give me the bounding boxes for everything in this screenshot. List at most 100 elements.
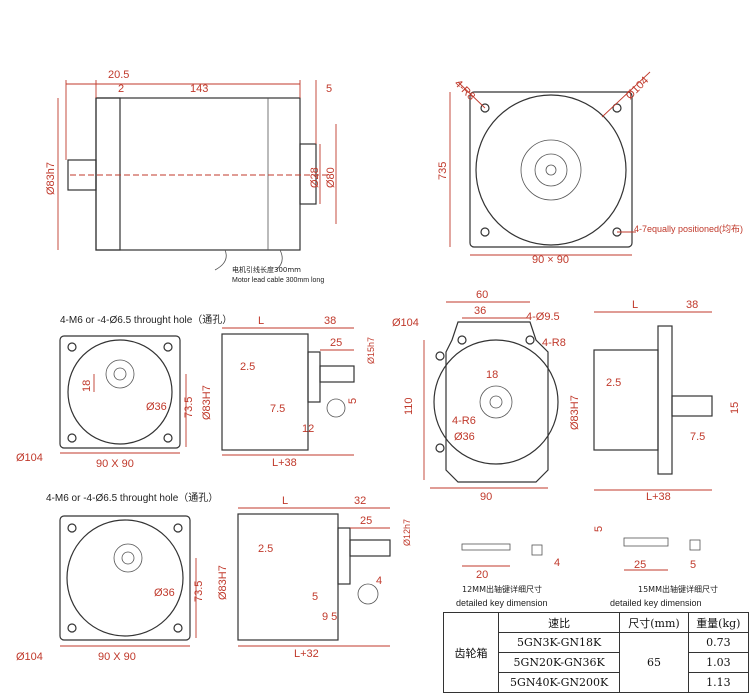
table-cell-ratio: 5GN20K-GN36K: [497, 652, 621, 673]
leader-line: [457, 81, 486, 109]
dim-label: 25: [360, 515, 372, 527]
dim-label: Ø83H7: [201, 385, 213, 420]
flange-plate: [445, 321, 549, 483]
gear-neck: [307, 351, 321, 403]
dim-label: Ø12h7: [402, 519, 412, 546]
table-cell-size: 65: [619, 632, 689, 693]
hole-note: 4-M6 or -4-Ø6.5 throught hole（通孔）: [60, 314, 232, 326]
dim-label: Ø104: [624, 75, 652, 103]
dim-label: L+38: [646, 491, 671, 503]
gear-boss: [105, 359, 135, 389]
key-12mm-detail: 20 4 12MM出轴键详细尺寸 detailed key dimension: [456, 543, 560, 608]
key-15mm-detail: 5 25 5 15MM出轴键详细尺寸 detailed key dimensio…: [593, 526, 718, 608]
key-section: [326, 398, 346, 418]
mount-hole: [67, 623, 77, 633]
gear-shaft: [349, 539, 391, 557]
dim-label: Ø28: [309, 167, 321, 188]
table-header-ratio: 速比: [497, 612, 621, 633]
dim-label: 90 X 90: [96, 458, 134, 470]
dim-label: 4: [554, 557, 560, 569]
key-end: [689, 539, 701, 551]
key-section: [357, 583, 379, 605]
dim-label: 7.5: [270, 403, 285, 415]
dim-label: 60: [476, 289, 488, 301]
motor-body: [95, 97, 301, 251]
dim-label: 20.5: [108, 69, 129, 81]
mount-hole: [173, 623, 183, 633]
gearbox-side-view-1: L 38 25 Ø15h7 2.5 Ø83H7 7.5 5 12 L+38: [201, 315, 376, 469]
dim-label: L: [632, 299, 638, 311]
dim-label: 73.5: [193, 581, 205, 602]
key-label-cn: 12MM出轴键详细尺寸: [462, 584, 542, 594]
gearbox-front-view-2: 60 36 4-Ø9.5 Ø104 4-R8 18 110 4-R6 Ø36 9…: [392, 289, 566, 503]
dim-label: 20: [476, 569, 488, 581]
key-label-cn: 15MM出轴键详细尺寸: [638, 584, 718, 594]
table-cell-weight: 1.13: [687, 672, 750, 693]
dim-label: 38: [324, 315, 336, 327]
dim-label: 5: [312, 591, 318, 603]
dim-label: 15: [729, 402, 741, 414]
lead-cable-2: [275, 249, 283, 271]
gear-shaft: [113, 367, 127, 381]
gear-body: [593, 349, 659, 451]
gearbox-side-view-3: L 32 25 Ø12h7 2.5 Ø83H7 5 9 5 4 L+32: [217, 495, 412, 660]
dim-label: Ø36: [146, 401, 167, 413]
gear-neck: [337, 527, 351, 585]
mount-hole: [525, 335, 535, 345]
dim-label: 4-R8: [542, 337, 566, 349]
dim-label: 110: [403, 397, 415, 415]
dim-label: L: [258, 315, 264, 327]
motor-shaft: [67, 159, 97, 191]
gear-flange: [657, 325, 673, 475]
dim-label: 2.5: [258, 543, 273, 555]
gear-plate: [59, 335, 181, 449]
front-boss: [520, 139, 582, 201]
key-end: [531, 544, 543, 556]
dim-label: 90: [480, 491, 492, 503]
mount-hole: [435, 351, 445, 361]
dim-label: 4-R6: [452, 415, 476, 427]
mount-hole: [435, 443, 445, 453]
dim-label: 73.5: [183, 397, 195, 418]
cable-note-en: Motor lead cable 300mm long: [232, 277, 324, 284]
mount-hole: [173, 523, 183, 533]
gear-shaft: [671, 395, 713, 417]
dim-label: 18: [81, 380, 93, 392]
dim-label: Ø104: [16, 651, 43, 663]
table-row-header: 齿轮箱: [443, 612, 499, 693]
dim-label: Ø83H7: [217, 565, 229, 600]
key-label-en: detailed key dimension: [610, 598, 702, 608]
dim-label: Ø80: [325, 167, 337, 188]
key-bar: [623, 537, 669, 547]
dim-label: 90 X 90: [98, 651, 136, 663]
dim-label: L: [282, 495, 288, 507]
cable-note-cn: 电机引线长度300mm: [232, 265, 301, 274]
dim-label: 5: [347, 398, 359, 404]
dim-label: 25: [634, 559, 646, 571]
dim-label: 12: [302, 423, 314, 435]
dim-label: Ø83h7: [45, 162, 57, 195]
dim-label: 90 × 90: [532, 254, 569, 266]
dim-label: 9 5: [322, 611, 337, 623]
front-outer-circle: [475, 94, 627, 246]
dim-label: 38: [686, 299, 698, 311]
gear-circle: [67, 339, 173, 445]
dim-label: 2.5: [240, 361, 255, 373]
dim-label: 143: [190, 83, 208, 95]
dim-label: 5: [593, 526, 605, 532]
gearbox-front-view-3: 4-M6 or -4-Ø6.5 throught hole（通孔） Ø36 73…: [16, 492, 218, 663]
gearbox-side-view-2: L 38 2.5 Ø83H7 15 7.5 L+38: [569, 299, 741, 503]
dim-label: 18: [486, 369, 498, 381]
motor-rear-cap: [299, 143, 317, 205]
dim-label: 735: [437, 162, 449, 180]
motor-side-view: 20.5 2 143 5 Ø83h7 Ø28 Ø80 电机引线长度300mm M…: [45, 69, 337, 284]
dim-label: 5: [690, 559, 696, 571]
mount-hole: [67, 342, 77, 352]
dim-label: 4-Ø9.5: [526, 311, 560, 323]
gear-plate: [59, 515, 191, 641]
dim-label: 7.5: [690, 431, 705, 443]
spec-table: 齿轮箱 速比 尺寸(mm) 重量(kg) 5GN3K-GN18K 65 0.73…: [443, 612, 750, 693]
dim-label: Ø36: [154, 587, 175, 599]
